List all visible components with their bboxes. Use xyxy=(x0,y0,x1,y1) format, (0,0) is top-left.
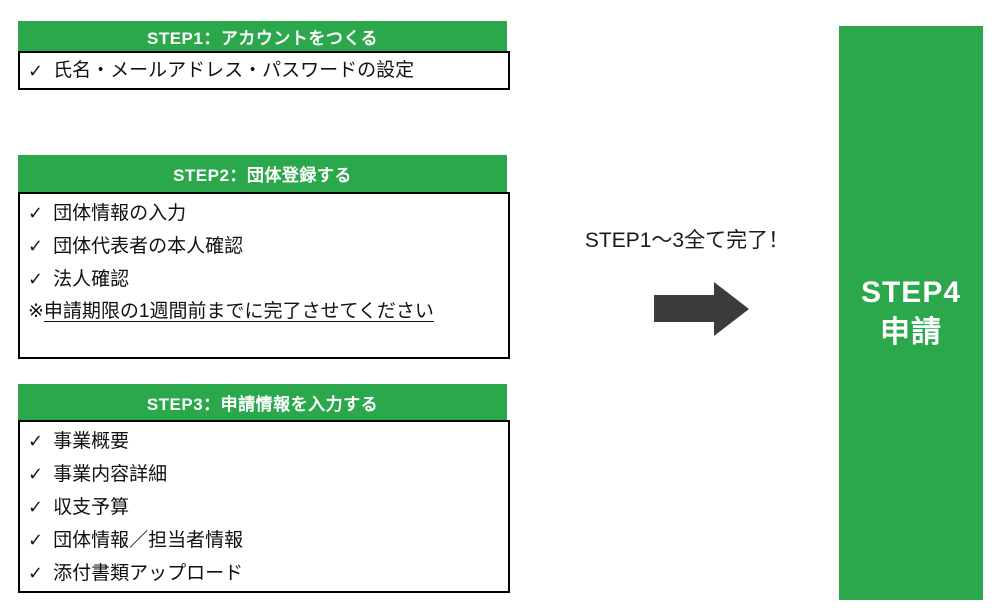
step1-header: STEP1：アカウントをつくる xyxy=(18,21,507,51)
check-icon: ✓ xyxy=(28,203,44,223)
check-item-label: 収支予算 xyxy=(53,497,130,518)
list-item: ✓ 収支予算 xyxy=(28,491,502,524)
check-item-label: 団体代表者の本人確認 xyxy=(53,236,244,257)
check-item-label: 団体情報の入力 xyxy=(53,203,187,224)
list-item: ✓ 氏名・メールアドレス・パスワードの設定 xyxy=(28,61,414,80)
list-item: ✓ 団体代表者の本人確認 xyxy=(28,230,502,263)
step3-block: STEP3：申請情報を入力する ✓ 事業概要 ✓ 事業内容詳細 ✓ 収支予算 ✓… xyxy=(18,384,510,593)
list-item: ✓ 法人確認 xyxy=(28,263,502,296)
check-item-label: 団体情報／担当者情報 xyxy=(53,530,244,551)
list-item: ✓ 団体情報／担当者情報 xyxy=(28,524,502,557)
check-item-label: 事業内容詳細 xyxy=(53,464,168,485)
list-item: ✓ 事業内容詳細 xyxy=(28,458,502,491)
check-icon: ✓ xyxy=(28,269,44,289)
step2-checklist: ✓ 団体情報の入力 ✓ 団体代表者の本人確認 ✓ 法人確認 ※申請期限の1週間前… xyxy=(18,192,510,359)
list-item: ✓ 事業概要 xyxy=(28,425,502,458)
step2-block: STEP2：団体登録する ✓ 団体情報の入力 ✓ 団体代表者の本人確認 ✓ 法人… xyxy=(18,155,510,359)
step4-title: STEP4 xyxy=(860,276,962,309)
step1-block: STEP1：アカウントをつくる ✓ 氏名・メールアドレス・パスワードの設定 xyxy=(18,21,510,90)
step4-block: STEP4 申請 xyxy=(839,26,983,600)
check-item-label: 氏名・メールアドレス・パスワードの設定 xyxy=(53,60,415,81)
check-icon: ✓ xyxy=(28,431,44,451)
list-item: ✓ 団体情報の入力 xyxy=(28,197,502,230)
transition-label: STEP1～3全て完了！ xyxy=(584,229,790,252)
check-icon: ✓ xyxy=(28,530,44,550)
right-arrow-icon xyxy=(654,282,749,336)
check-icon: ✓ xyxy=(28,236,44,256)
check-icon: ✓ xyxy=(28,563,44,583)
step2-header: STEP2：団体登録する xyxy=(18,155,507,192)
check-item-label: 法人確認 xyxy=(53,269,130,290)
step1-checklist: ✓ 氏名・メールアドレス・パスワードの設定 xyxy=(18,51,510,90)
deadline-note: ※申請期限の1週間前までに完了させてください xyxy=(28,296,502,328)
check-icon: ✓ xyxy=(28,464,44,484)
step4-subtitle: 申請 xyxy=(880,316,942,349)
step3-checklist: ✓ 事業概要 ✓ 事業内容詳細 ✓ 収支予算 ✓ 団体情報／担当者情報 ✓ 添付… xyxy=(18,420,510,593)
check-icon: ✓ xyxy=(28,60,44,81)
list-item: ✓ 添付書類アップロード xyxy=(28,557,502,590)
check-item-label: 添付書類アップロード xyxy=(53,563,244,584)
check-item-label: 事業概要 xyxy=(53,431,130,452)
check-icon: ✓ xyxy=(28,497,44,517)
step3-header: STEP3：申請情報を入力する xyxy=(18,384,507,420)
note-prefix: ※ xyxy=(28,301,44,322)
note-underlined-text: 申請期限の1週間前までに完了させてください xyxy=(43,301,434,322)
